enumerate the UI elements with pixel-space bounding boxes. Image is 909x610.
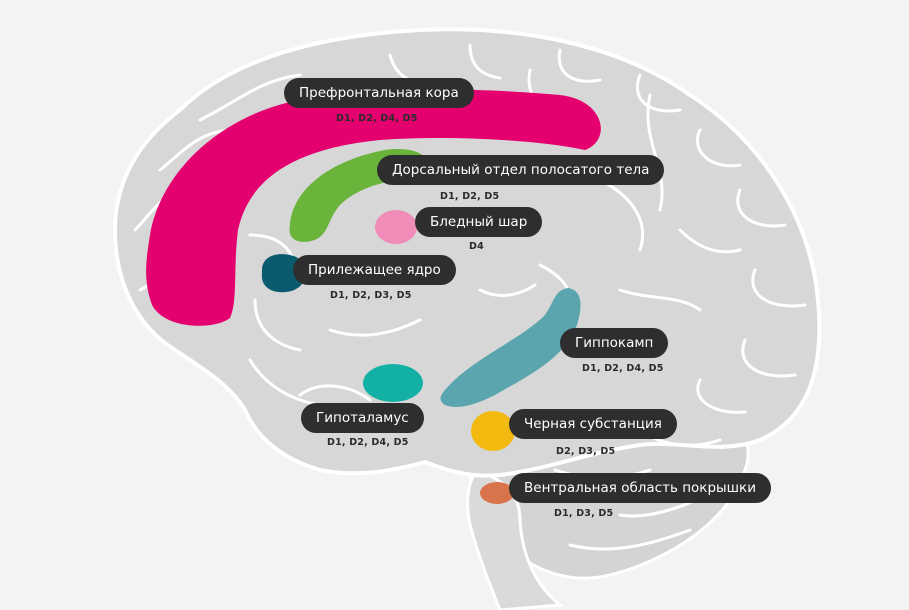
globus-pallidus-region (375, 210, 417, 244)
globus-pallidus-label: Бледный шар (415, 207, 543, 237)
ventral-tegmental-area-region (480, 482, 514, 504)
substantia-nigra-label: Черная субстанция (509, 409, 677, 439)
hypothalamus-receptors: D1, D2, D4, D5 (327, 437, 409, 448)
ventral-tegmental-area-label: Вентральная область покрышки (509, 473, 771, 503)
globus-pallidus-receptors: D4 (469, 241, 484, 252)
nucleus-accumbens-label: Прилежащее ядро (293, 255, 456, 285)
hypothalamus-region (363, 364, 423, 402)
nucleus-accumbens-receptors: D1, D2, D3, D5 (330, 290, 412, 301)
hippocampus-receptors: D1, D2, D4, D5 (582, 363, 664, 374)
prefrontal-cortex-region (146, 89, 601, 326)
dorsal-striatum-label: Дорсальный отдел полосатого тела (377, 155, 665, 185)
dorsal-striatum-receptors: D1, D2, D5 (440, 191, 500, 202)
hypothalamus-label: Гипоталамус (301, 403, 424, 433)
substantia-nigra-receptors: D2, D3, D5 (556, 446, 616, 457)
hippocampus-region (440, 288, 581, 407)
ventral-tegmental-area-receptors: D1, D3, D5 (554, 508, 614, 519)
hippocampus-label: Гиппокамп (560, 328, 669, 358)
substantia-nigra-region (471, 411, 515, 451)
prefrontal-cortex-label: Префронтальная кора (284, 78, 474, 108)
prefrontal-cortex-receptors: D1, D2, D4, D5 (336, 113, 418, 124)
